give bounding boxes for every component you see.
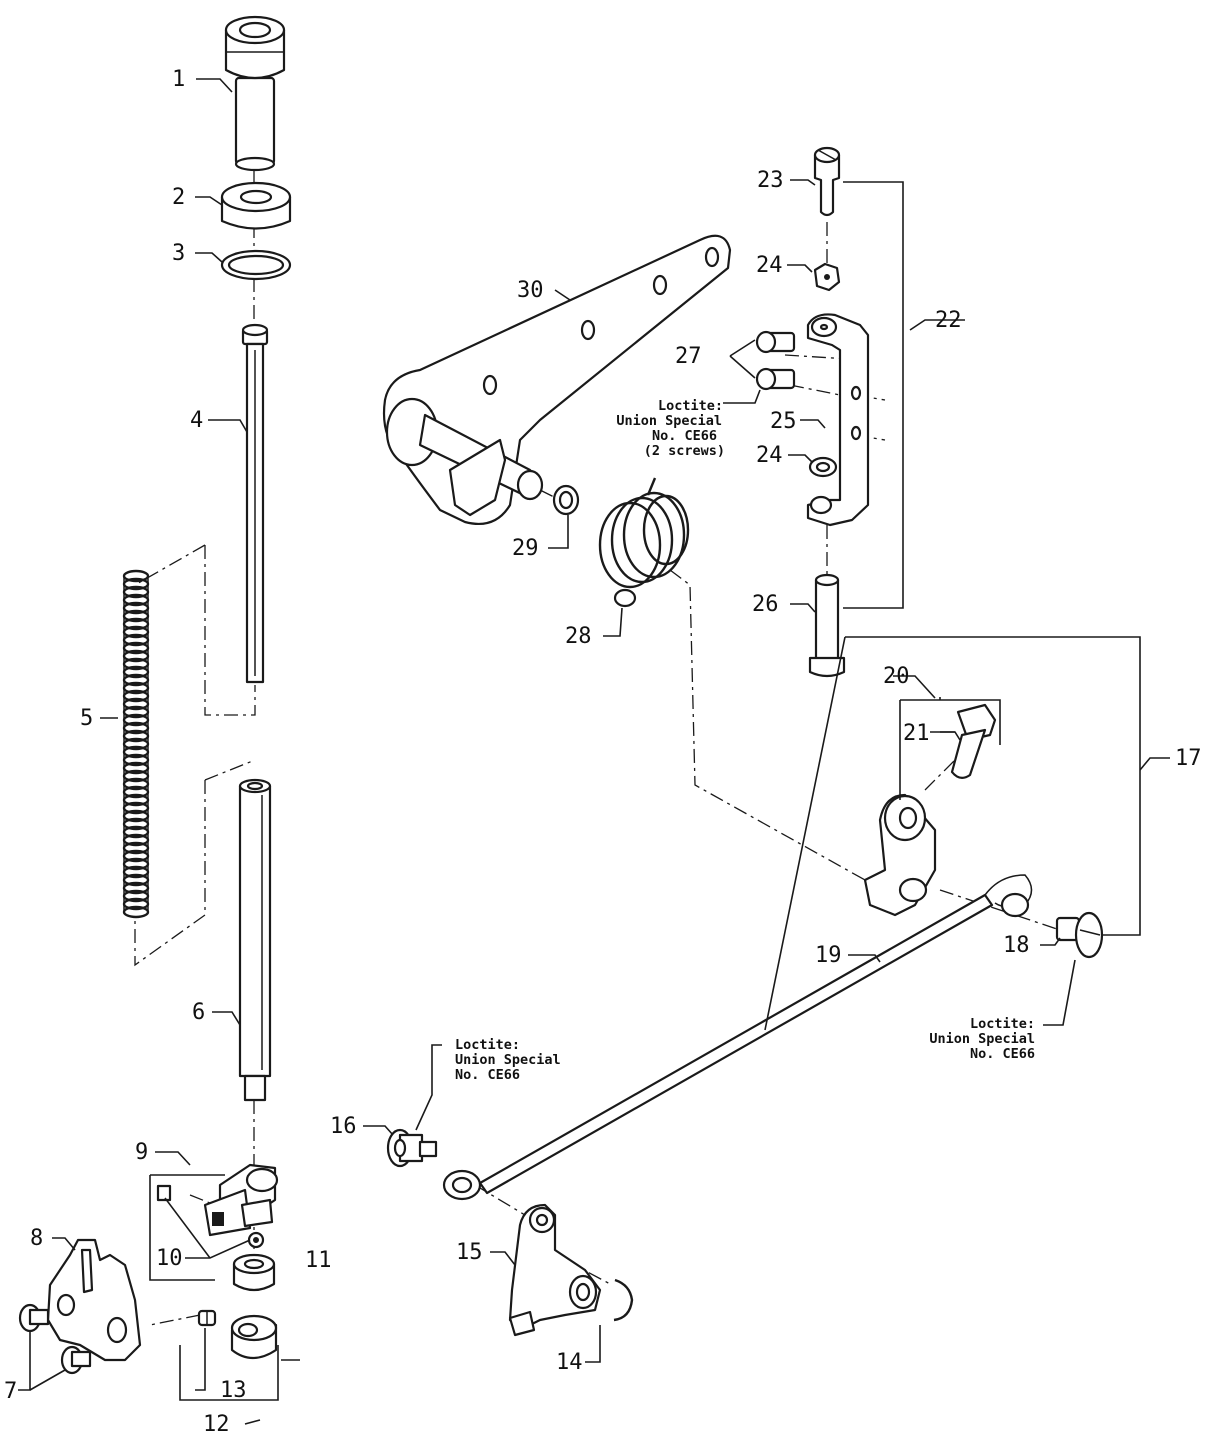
note-lower-loctite: Loctite: Union Special No. CE66: [455, 1037, 561, 1083]
part-6-tube: [238, 778, 272, 1102]
part-11-bushing: [232, 1253, 276, 1292]
label-30: 30: [517, 278, 544, 303]
label-7: 7: [4, 1379, 17, 1404]
part-25-bracket: [806, 313, 870, 527]
label-16: 16: [330, 1114, 357, 1139]
part-14-e-clip: [613, 1278, 634, 1322]
part-28-torsion-spring: [598, 477, 690, 608]
part-27-screws: [755, 330, 796, 391]
part-15-crank: [508, 1203, 602, 1337]
label-6: 6: [192, 1000, 205, 1025]
label-27: 27: [675, 344, 702, 369]
part-24-nut-lower: [808, 456, 838, 478]
label-13: 13: [220, 1378, 247, 1403]
label-5: 5: [80, 706, 93, 731]
label-14: 14: [556, 1350, 583, 1375]
svg-text:Union Special: Union Special: [616, 413, 722, 429]
label-10: 10: [156, 1246, 183, 1271]
part-21-bolt: [950, 703, 997, 779]
label-8: 8: [30, 1226, 43, 1251]
label-21: 21: [903, 721, 930, 746]
part-16-shoulder-screw: [386, 1128, 438, 1168]
part-7-screws: [18, 1303, 92, 1375]
label-24-lower: 24: [756, 443, 783, 468]
label-4: 4: [190, 408, 203, 433]
label-24-upper: 24: [756, 253, 783, 278]
svg-text:Loctite:: Loctite:: [658, 398, 723, 414]
part-18-screw: [1055, 911, 1104, 959]
part-4-rod: [241, 323, 269, 684]
part-24-nut-upper: [813, 262, 841, 292]
label-18: 18: [1003, 933, 1030, 958]
label-25: 25: [770, 409, 797, 434]
part-26-pin: [808, 573, 846, 678]
leader-lines: [18, 78, 1170, 1425]
note-right-loctite: Loctite: Union Special No. CE66: [929, 1016, 1035, 1062]
part-20-clamp: [863, 793, 937, 917]
label-12: 12: [203, 1412, 230, 1437]
part-30-lever-arm: [382, 234, 732, 526]
label-17: 17: [1175, 746, 1202, 771]
label-2: 2: [172, 185, 185, 210]
label-3: 3: [172, 241, 185, 266]
group-brackets: [149, 181, 1141, 1401]
part-1-sleeve: [224, 15, 286, 172]
label-11: 11: [305, 1248, 332, 1273]
svg-text:Loctite:: Loctite:: [970, 1016, 1035, 1032]
svg-text:(2 screws): (2 screws): [644, 443, 725, 459]
part-3-ring: [220, 249, 292, 281]
part-29-washer: [552, 484, 580, 516]
part-23-pin: [813, 146, 841, 217]
part-8-plate: [46, 1238, 142, 1362]
label-9: 9: [135, 1140, 148, 1165]
part-number-labels: 1 2 3 4 5 6 7 8 9 10 11 12 13 14 15 16 1…: [4, 67, 1202, 1437]
label-1: 1: [172, 67, 185, 92]
svg-text:No. CE66: No. CE66: [652, 428, 717, 444]
svg-text:Loctite:: Loctite:: [455, 1037, 520, 1053]
label-29: 29: [512, 536, 539, 561]
label-19: 19: [815, 943, 842, 968]
label-26: 26: [752, 592, 779, 617]
part-19-link-rod: [442, 874, 1033, 1201]
label-28: 28: [565, 624, 592, 649]
part-2-bushing: [220, 181, 292, 230]
part-9-collar-block: [203, 1163, 279, 1237]
label-22: 22: [935, 308, 962, 333]
note-upper-loctite: Loctite: Union Special No. CE66 (2 screw…: [616, 398, 725, 459]
label-20: 20: [883, 664, 910, 689]
part-5-spring: [122, 569, 150, 919]
svg-text:No. CE66: No. CE66: [970, 1046, 1035, 1062]
svg-text:Union Special: Union Special: [929, 1031, 1035, 1047]
label-15: 15: [456, 1240, 483, 1265]
svg-text:No. CE66: No. CE66: [455, 1067, 520, 1083]
part-10-set-screw: [156, 1184, 265, 1249]
svg-text:Union Special: Union Special: [455, 1052, 561, 1068]
label-23: 23: [757, 168, 784, 193]
part-12-collar: [197, 1309, 278, 1360]
